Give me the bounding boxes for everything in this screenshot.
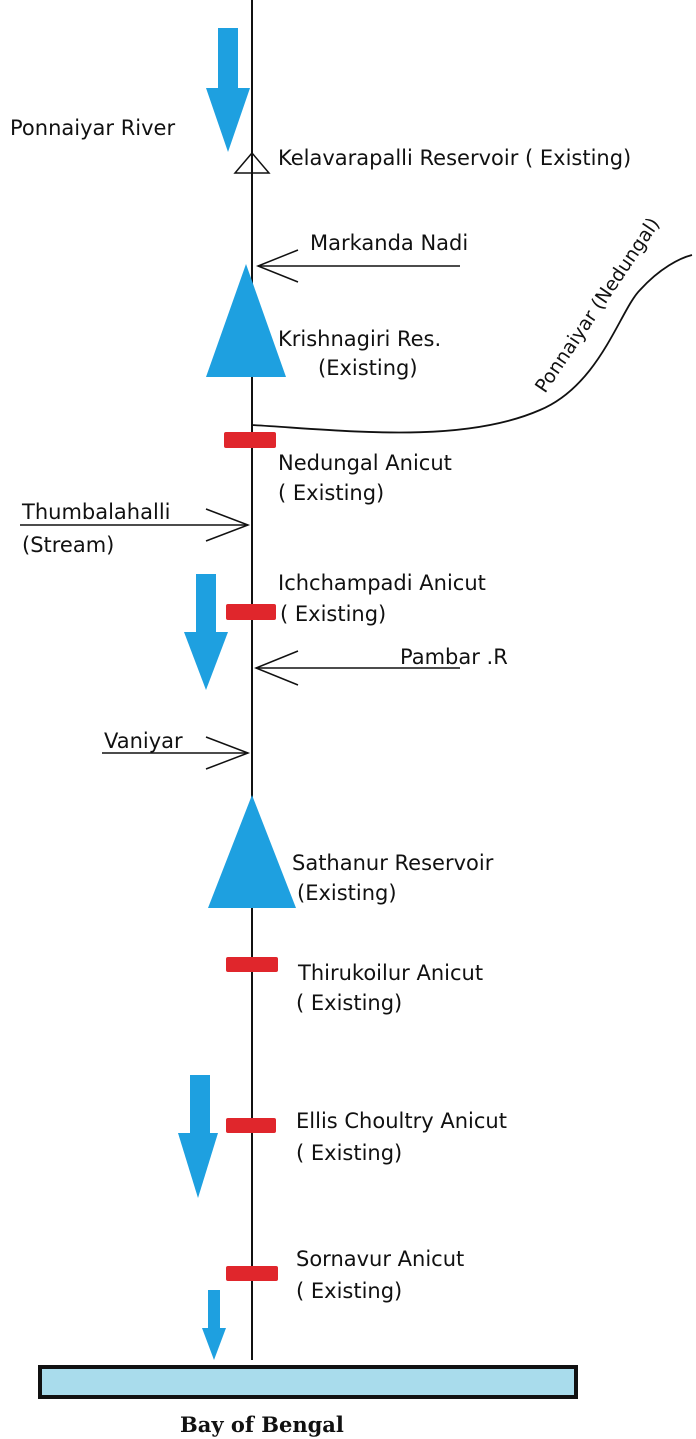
ellis-anicut-label: Ellis Choultry Anicut [296, 1109, 507, 1133]
thirukoilur-anicut-status: ( Existing) [296, 991, 402, 1015]
nedungal-anicut-icon [224, 432, 276, 448]
ichchampadi-anicut-label: Ichchampadi Anicut [278, 571, 486, 595]
thumbalahalli-label: Thumbalahalli [21, 500, 171, 524]
ponnaiyar-nedungal-label: Ponnaiyar (Nedungal) [531, 214, 664, 397]
river-label: Ponnaiyar River [10, 116, 175, 140]
markanda-nadi-label: Markanda Nadi [310, 231, 468, 255]
pambar-label: Pambar .R [400, 645, 508, 669]
pambar-line [254, 650, 460, 686]
krishnagiri-label: Krishnagiri Res. [278, 327, 441, 351]
bay-of-bengal-label: Bay of Bengal [180, 1412, 344, 1437]
thumbalahalli-line [20, 508, 251, 542]
sornavur-anicut-status: ( Existing) [296, 1279, 402, 1303]
bay-of-bengal-box [38, 1365, 578, 1399]
sathanur-status: (Existing) [297, 881, 397, 905]
thirukoilur-anicut-icon [226, 957, 278, 972]
ichchampadi-anicut-icon [226, 604, 276, 620]
flow-arrow-lower-mid [178, 1075, 218, 1198]
thirukoilur-anicut-label: Thirukoilur Anicut [297, 961, 483, 985]
kelavarapalli-label: Kelavarapalli Reservoir ( Existing) [278, 146, 631, 170]
sornavur-anicut-icon [226, 1266, 278, 1281]
sathanur-label: Sathanur Reservoir [292, 851, 494, 875]
vaniyar-line [102, 736, 251, 770]
nedungal-anicut-status: ( Existing) [278, 481, 384, 505]
ellis-anicut-status: ( Existing) [296, 1141, 402, 1165]
sornavur-anicut-label: Sornavur Anicut [296, 1247, 464, 1271]
nedungal-anicut-label: Nedungal Anicut [278, 451, 452, 475]
thumbalahalli-note: (Stream) [22, 533, 114, 557]
ponnaiyar-nedungal-line [251, 254, 693, 434]
krishnagiri-status: (Existing) [318, 356, 418, 380]
sathanur-reservoir-icon [208, 795, 296, 908]
kelavarapalli-reservoir-icon [233, 151, 271, 174]
flow-arrow-top [206, 28, 250, 152]
flow-arrow-bottom [202, 1290, 226, 1360]
vaniyar-label: Vaniyar [104, 729, 183, 753]
krishnagiri-reservoir-icon [206, 264, 286, 377]
ellis-anicut-icon [226, 1118, 276, 1133]
markanda-nadi-line [255, 249, 460, 283]
ichchampadi-anicut-status: ( Existing) [280, 602, 386, 626]
flow-arrow-upper-mid [184, 574, 228, 690]
